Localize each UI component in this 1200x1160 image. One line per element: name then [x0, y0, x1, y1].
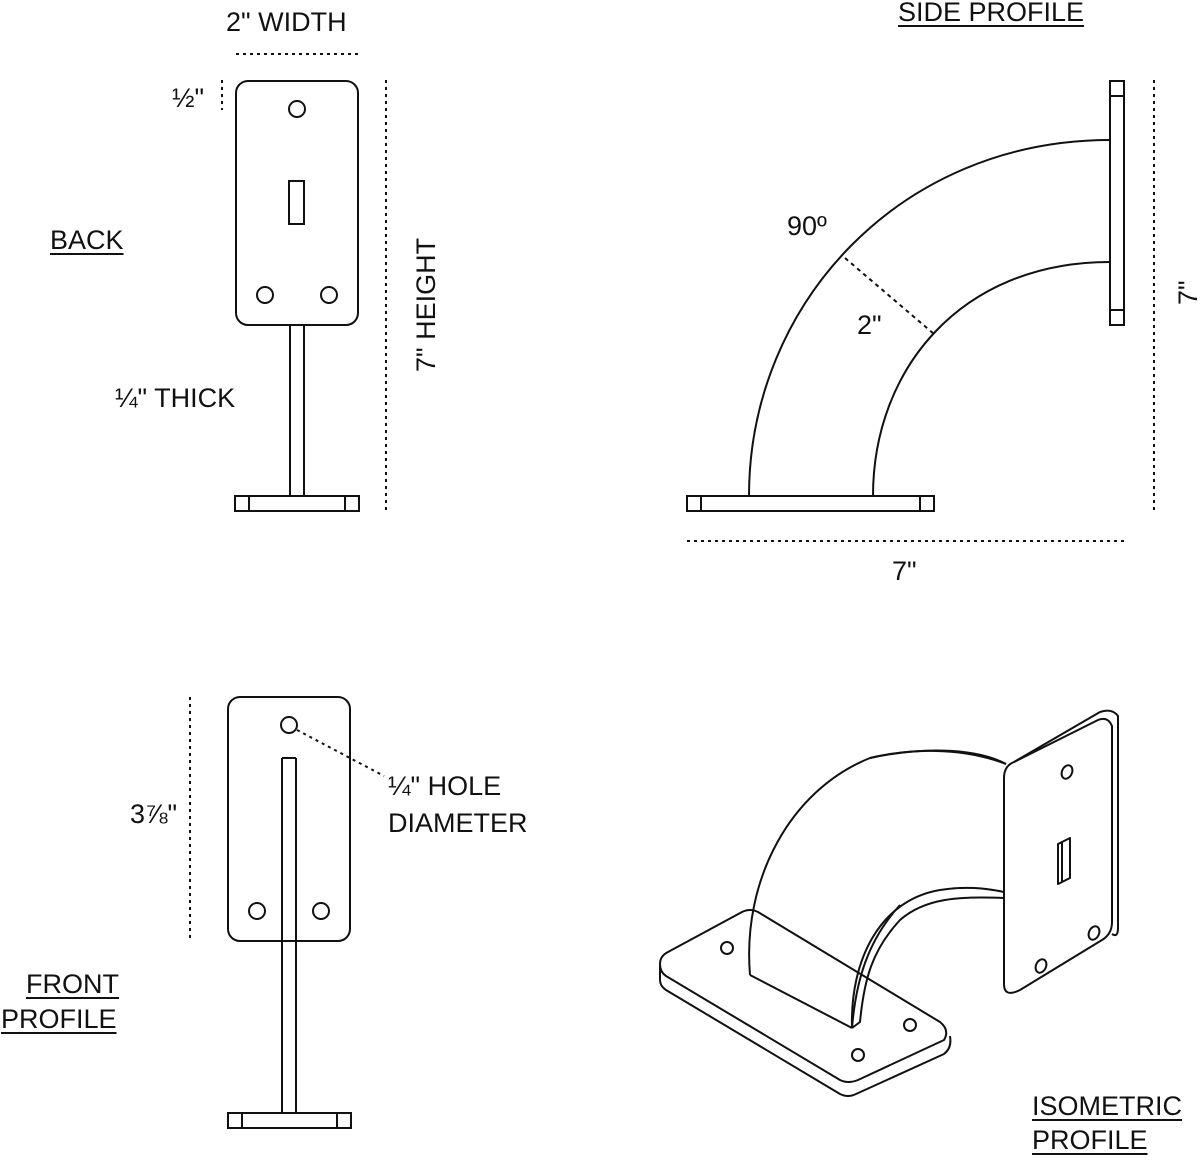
iso-arm-lip [851, 896, 1005, 1029]
iso-wall-plate-edge [1013, 709, 1119, 937]
hole-leader-line [296, 729, 385, 777]
side-outer-curve [748, 139, 1111, 497]
hole-diameter-label-line1: ¼" HOLE [388, 771, 502, 801]
front-profile-title-line1: FRONT [26, 969, 119, 999]
iso-base-plate-top [659, 909, 948, 1083]
front-profile-title-line2: PROFILE [1, 1004, 117, 1034]
iso-wall-slot [1057, 837, 1071, 885]
side-length-label: 7" [892, 556, 917, 586]
back-offset-label: ½" [172, 83, 205, 113]
front-plate [227, 696, 351, 942]
iso-base-hole-3 [851, 1048, 865, 1062]
side-width-dimension-line [844, 257, 935, 335]
side-base-plate [686, 495, 935, 512]
back-height-label: 7" HEIGHT [411, 237, 441, 372]
back-thickness-label: ¼" THICK [115, 383, 236, 413]
back-foot [234, 495, 360, 512]
iso-base-hole-1 [720, 941, 734, 955]
iso-arm-outer-curve [748, 749, 1007, 976]
back-view [221, 53, 387, 512]
front-profile-view [189, 696, 385, 1129]
front-height-label: 3⅞" [130, 799, 178, 829]
iso-base-hole-2 [903, 1018, 917, 1032]
iso-arm-underside [851, 904, 901, 1029]
side-height-label: 7" [1173, 280, 1200, 305]
iso-arm-back-edge [869, 749, 1007, 765]
iso-base-plate-side [659, 966, 952, 1097]
side-inner-curve [872, 261, 1111, 497]
side-profile-title: SIDE PROFILE [898, 0, 1085, 27]
back-plate-slot [288, 180, 305, 225]
isometric-profile-title-line2: PROFILE [1032, 1125, 1148, 1155]
front-plate-left-hole [248, 902, 266, 920]
iso-wall-plate-front [1003, 717, 1113, 994]
isometric-view [659, 709, 1119, 1097]
iso-arm-inner-curve [850, 886, 1005, 1029]
iso-wall-hole-2 [1034, 958, 1048, 974]
back-plate [235, 80, 359, 326]
front-foot [227, 1112, 352, 1129]
hole-diameter-label-line2: DIAMETER [388, 808, 528, 838]
iso-wall-hole-1 [1060, 764, 1074, 780]
back-width-label: 2" WIDTH [226, 7, 347, 37]
side-profile-view [686, 80, 1155, 542]
back-plate-top-hole [288, 100, 306, 118]
iso-wall-hole-3 [1087, 925, 1101, 941]
back-plate-left-hole [256, 286, 274, 304]
back-plate-right-hole [320, 286, 338, 304]
back-title: BACK [50, 225, 124, 255]
side-width-label: 2" [857, 310, 882, 340]
front-plate-right-hole [312, 902, 330, 920]
side-wall-plate [1109, 80, 1125, 326]
iso-arm-front-edge [749, 974, 853, 1029]
isometric-profile-title-line1: ISOMETRIC [1032, 1091, 1183, 1121]
front-plate-top-hole [280, 716, 298, 734]
side-angle-label: 90º [787, 211, 827, 241]
